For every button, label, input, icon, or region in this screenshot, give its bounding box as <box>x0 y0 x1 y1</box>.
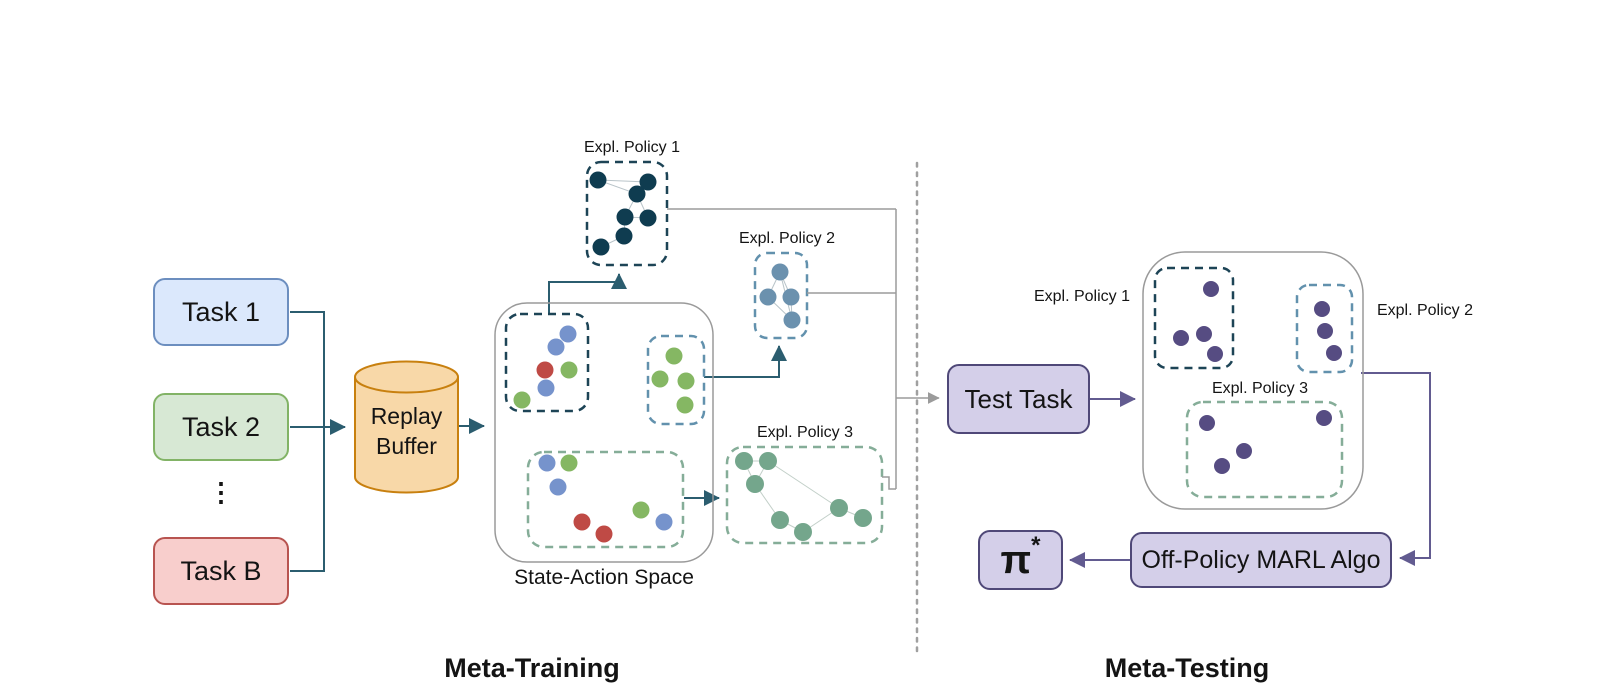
meta-testing-section-label: Meta-Testing <box>1104 652 1270 683</box>
task-1-label: Task 1 <box>181 296 261 327</box>
star-superscript: * <box>1031 532 1041 559</box>
expl-policy-1-graph <box>585 160 669 267</box>
sas-cluster-3 <box>526 450 685 549</box>
pi-symbol: π <box>1000 538 1032 582</box>
meta-training-section-label: Meta-Training <box>444 652 620 683</box>
pi-star-node: π* <box>978 530 1063 590</box>
off-policy-marl-node: Off-Policy MARL Algo <box>1130 532 1392 588</box>
expl-policy-2-graph <box>753 251 809 340</box>
state-action-space-container <box>494 302 714 563</box>
sas-cluster-2 <box>646 334 706 426</box>
replay-buffer-line2: Buffer <box>376 433 437 459</box>
meta-testing-connectors <box>1069 372 1431 568</box>
expl-policy-3-label: Expl. Policy 3 <box>756 423 854 441</box>
replay-buffer-line1: Replay <box>370 403 443 430</box>
task-2-node: Task 2 <box>153 393 289 461</box>
test-task-label: Test Task <box>964 383 1073 414</box>
tasks-ellipsis: ⋮ <box>208 476 234 507</box>
test-expl-policy-3-label: Expl. Policy 3 <box>1211 379 1309 397</box>
task-2-label: Task 2 <box>181 411 261 442</box>
test-task-space-container <box>1142 251 1364 510</box>
test-cluster-3 <box>1185 400 1344 499</box>
state-action-space-label: State-Action Space <box>514 566 694 589</box>
off-policy-marl-label: Off-Policy MARL Algo <box>1141 545 1381 574</box>
test-cluster-1 <box>1153 266 1235 370</box>
pi-star-label: π* <box>1000 534 1041 582</box>
sas-cluster-1 <box>504 312 590 413</box>
task-connectors <box>290 273 787 572</box>
expl-policy-2-label: Expl. Policy 2 <box>738 229 836 247</box>
task-b-node: Task B <box>153 537 289 605</box>
test-cluster-2 <box>1295 283 1354 374</box>
policy-merge-connectors <box>667 208 940 490</box>
expl-policy-1-label: Expl. Policy 1 <box>583 138 681 156</box>
test-expl-policy-1-label: Expl. Policy 1 <box>1033 287 1131 305</box>
task-1-node: Task 1 <box>153 278 289 346</box>
task-b-label: Task B <box>180 555 262 586</box>
test-expl-policy-2-label: Expl. Policy 2 <box>1376 301 1474 319</box>
replay-buffer-label: Replay Buffer <box>355 394 458 470</box>
replay-buffer-cylinder <box>354 360 459 494</box>
test-task-node: Test Task <box>947 364 1090 434</box>
expl-policy-3-graph <box>725 445 884 545</box>
